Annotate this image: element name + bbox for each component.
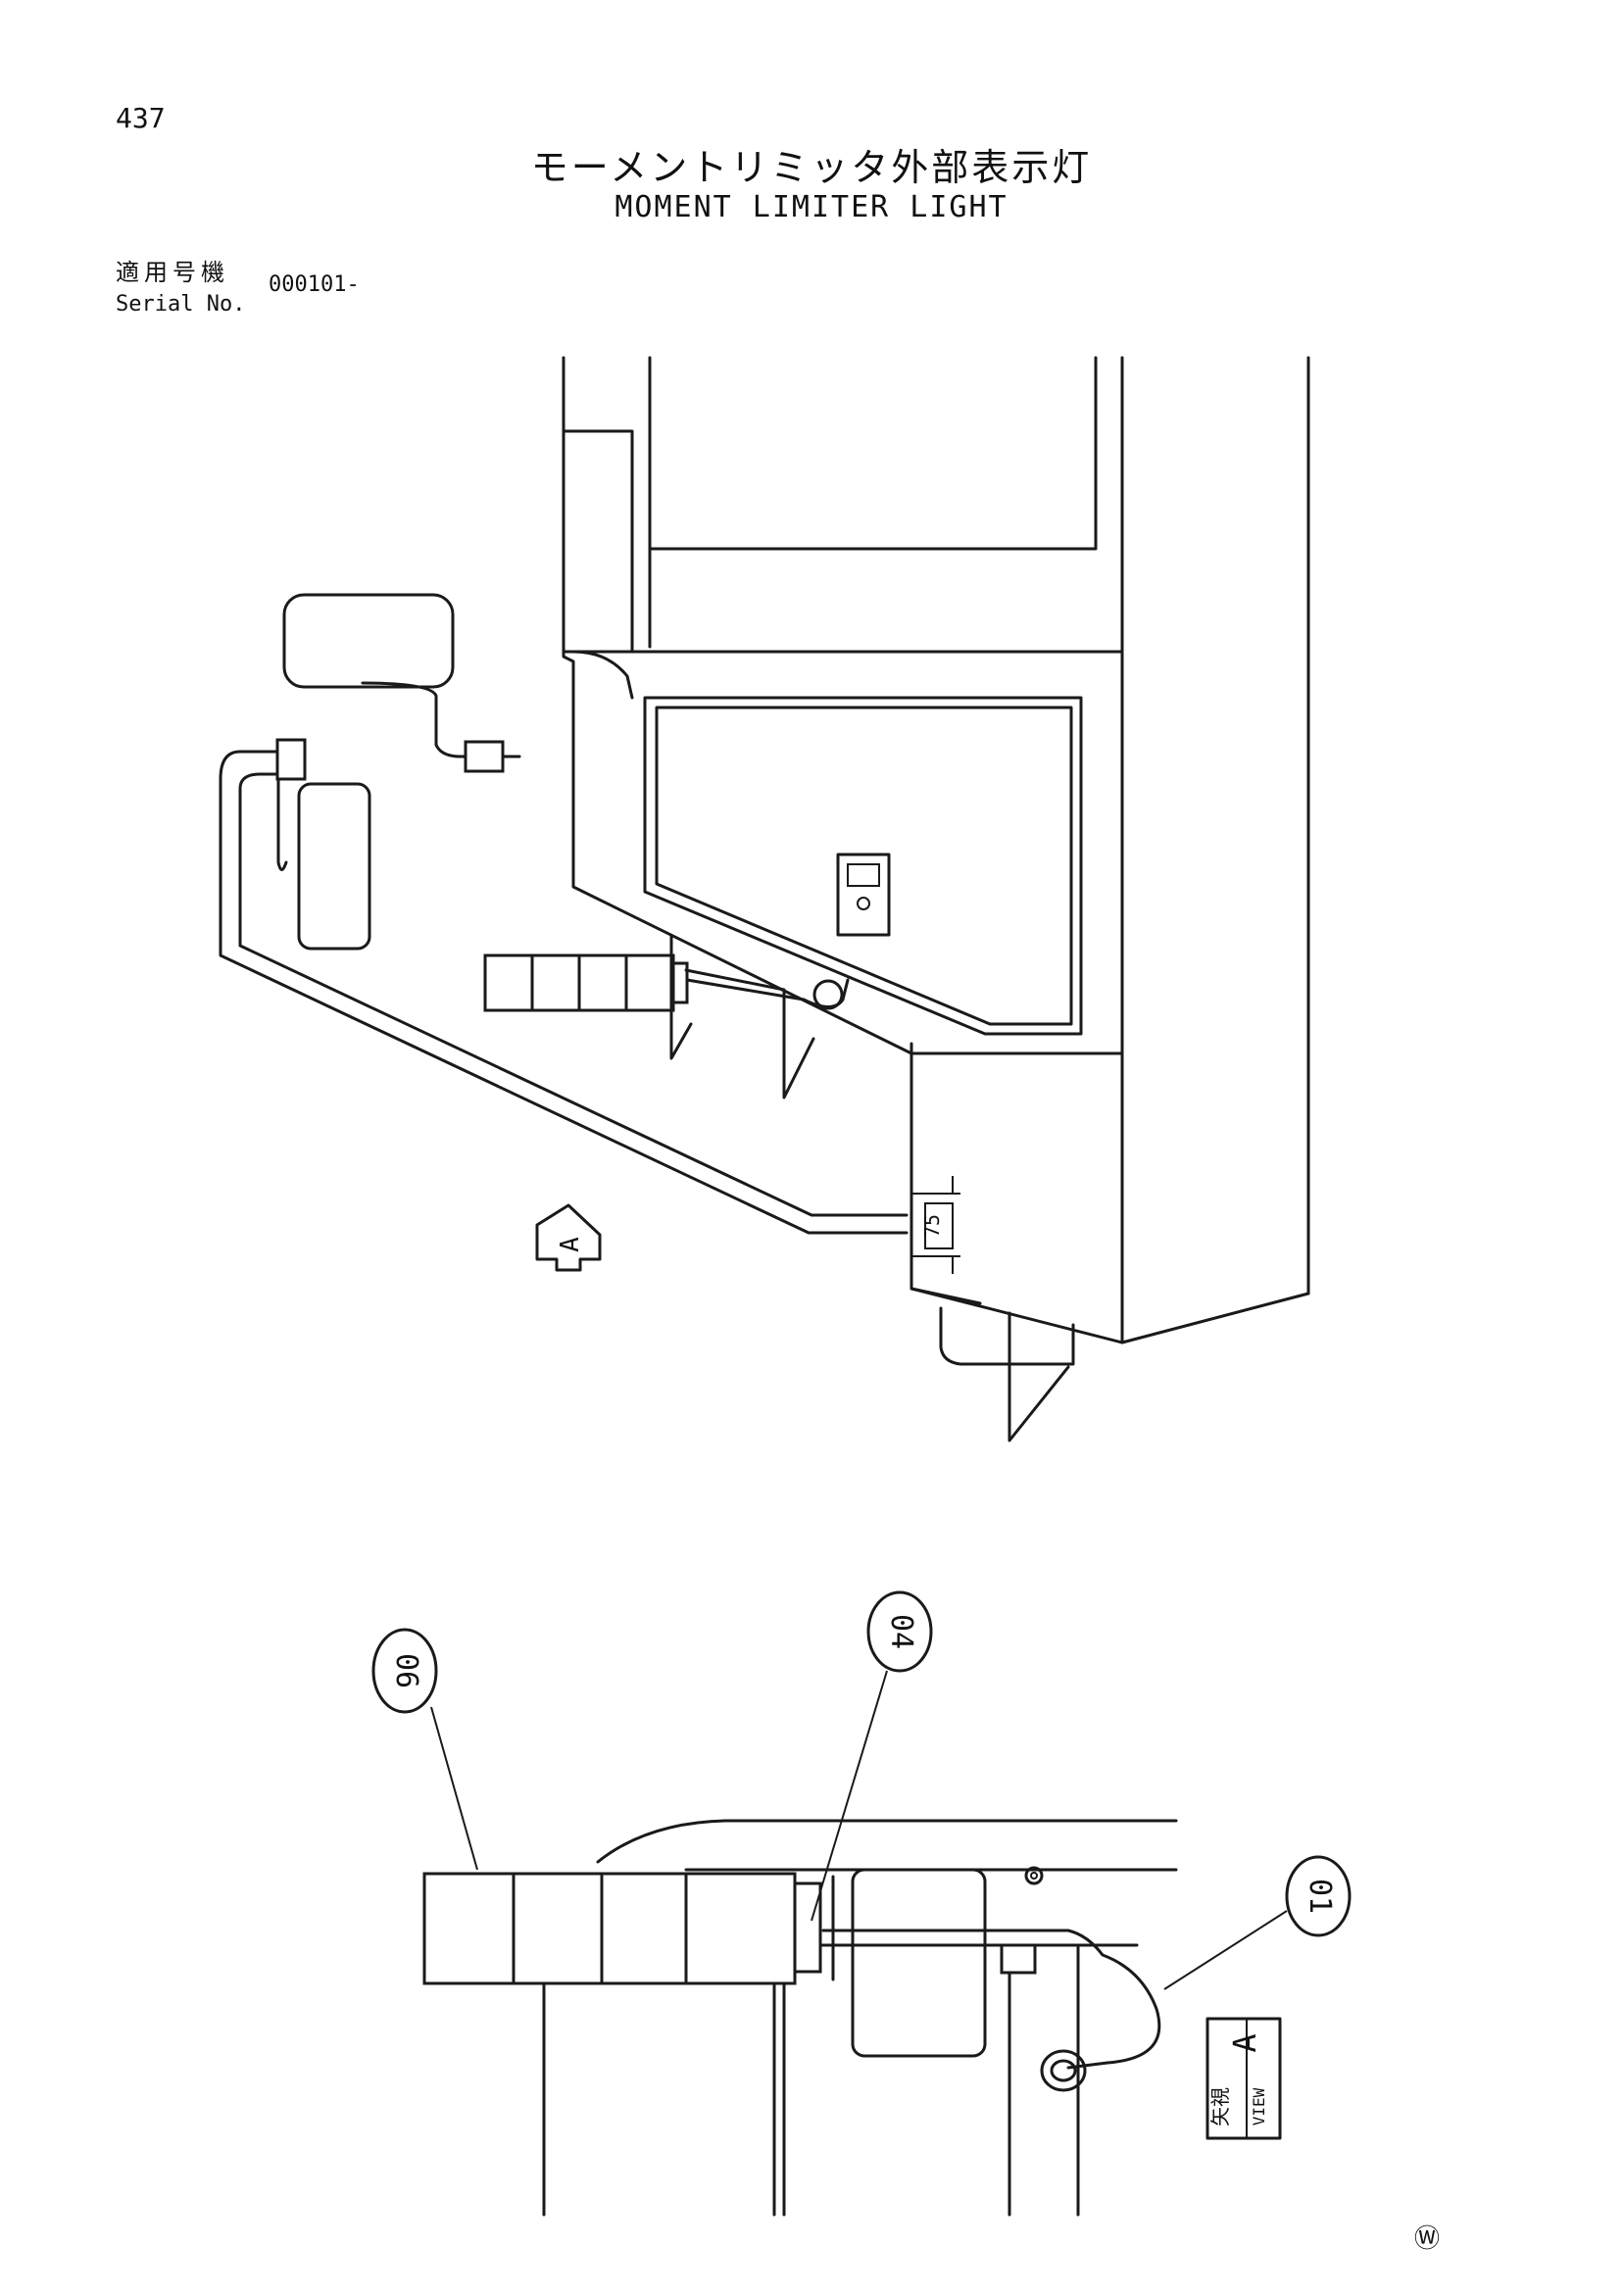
body-front-panel [910, 1051, 1124, 1344]
panel-screw [1024, 1866, 1044, 1885]
lower-window [643, 696, 1083, 1036]
callout-01: 01 [1163, 1855, 1352, 1990]
callout-04-leader [811, 1670, 888, 1922]
dimension-75: 75 [911, 1176, 960, 1274]
cable-grommet [1040, 2049, 1087, 2092]
serial-label-english: Serial No. [116, 292, 246, 317]
serial-range: 000101- [269, 272, 360, 297]
mirror-stay-clamp [275, 738, 307, 781]
dimension-value: 75 [920, 1214, 944, 1238]
lamp-mount-bracket [818, 1875, 835, 1981]
mirror-bracket [464, 740, 505, 773]
cable-nut [1000, 1943, 1037, 1975]
mirror-stay-pipe-inner [238, 772, 909, 1217]
step-frame [939, 1306, 1075, 1442]
title-japanese: モーメントリミッタ外部表示灯 [530, 146, 1093, 189]
lamp-bracket-upper [669, 934, 815, 1099]
view-a-letter: A [1226, 2033, 1263, 2052]
mirror-upper [282, 593, 455, 689]
moment-limiter-lamp-upper [483, 953, 689, 1012]
body-side-seam [910, 1287, 982, 1305]
view-arrow-letter: A [556, 1237, 585, 1252]
manufacturer-mark: Ⓦ [1414, 2224, 1441, 2254]
callout-01-label: 01 [1303, 1879, 1337, 1914]
title-english: MOMENT LIMITER LIGHT [615, 190, 1008, 224]
view-a-label-ja: 矢視 [1208, 2087, 1232, 2126]
switch-box-window [847, 863, 880, 887]
moment-limiter-lamp [422, 1872, 822, 1985]
upper-assembly-view: A 75 [219, 356, 1310, 1442]
callout-01-leader [1163, 1910, 1288, 1990]
lower-detail-view: 06 04 01 矢視 VIEW A [371, 1590, 1352, 2217]
body-bottom-edge [1120, 1292, 1310, 1344]
door-step-curve [571, 650, 634, 700]
frame-posts [542, 1943, 1080, 2217]
cable-clamp-upper [812, 979, 844, 1010]
view-a-label: 矢視 VIEW A [1205, 2017, 1282, 2140]
view-arrow: A [535, 1203, 602, 1272]
mirror-stay-pipe [219, 750, 909, 1235]
callout-04: 04 [811, 1590, 933, 1922]
mirror-arm [361, 681, 521, 758]
upper-door-panel [562, 429, 634, 654]
page-number: 437 [116, 102, 166, 134]
cab-roof-curve [596, 1819, 1178, 1864]
callout-06-leader [430, 1706, 478, 1871]
mirror-lower [297, 782, 371, 951]
mirror-stay-rod [276, 777, 288, 871]
upper-window [648, 356, 1098, 551]
frame-outer-left [562, 356, 913, 1055]
callout-06: 06 [371, 1628, 478, 1871]
switch-box [836, 853, 891, 937]
view-a-label-en: VIEW [1250, 2087, 1268, 2125]
callout-04-label: 04 [884, 1614, 918, 1649]
lower-window-inner [655, 706, 1073, 1026]
lamp-cable [821, 1929, 1161, 2070]
callout-06-label: 06 [389, 1653, 423, 1688]
serial-label-japanese: 適用号機 [116, 259, 229, 286]
switch-indicator [857, 897, 870, 910]
mount-panel [851, 1868, 987, 2058]
